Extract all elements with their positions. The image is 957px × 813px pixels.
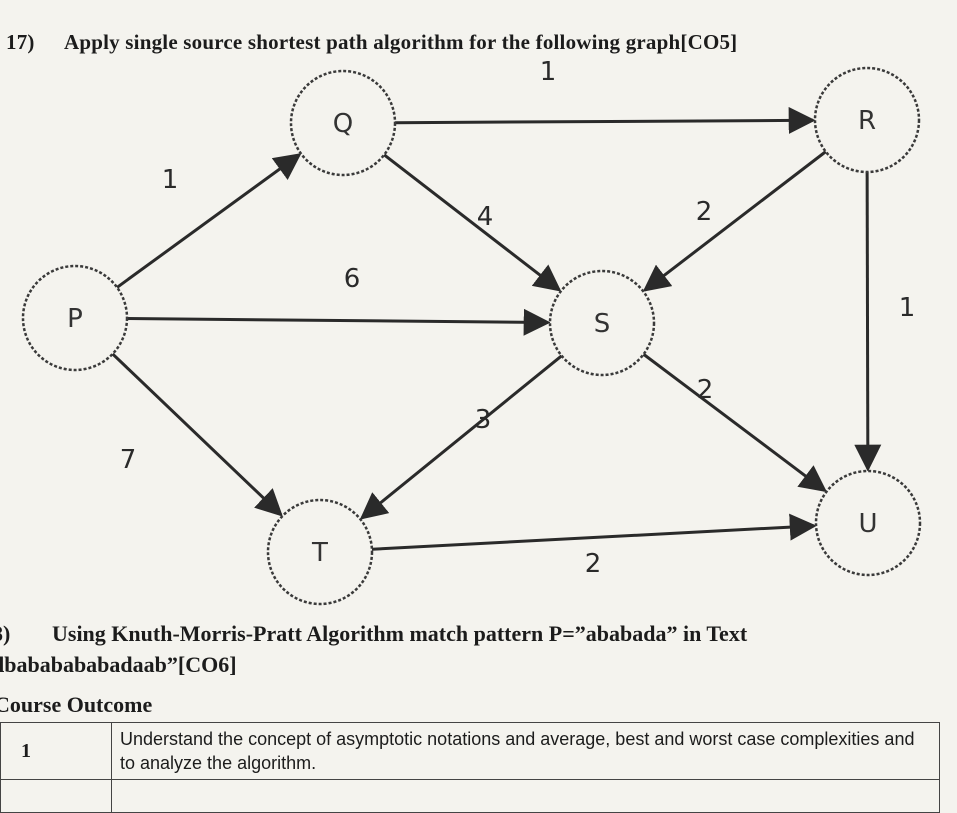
edge-R-U <box>854 171 882 472</box>
outcome-number <box>0 779 112 813</box>
edge-P-T <box>111 352 283 517</box>
question-text-line1: Using Knuth-Morris-Pratt Algorithm match… <box>52 621 748 646</box>
node-P <box>21 264 129 372</box>
graph-diagram: P Q R S T U 1 6 7 1 4 2 1 3 2 2 <box>21 57 922 606</box>
outcome-number: 1 <box>0 722 112 780</box>
outcome-text <box>111 779 940 813</box>
edge-weight-R-S: 2 <box>696 197 713 227</box>
node-label-P: P <box>67 304 83 334</box>
edge-weight-Q-S: 4 <box>477 202 494 232</box>
node-T <box>266 498 374 606</box>
question-text: Apply single source shortest path algori… <box>64 30 738 54</box>
edge-weight-P-Q: 1 <box>162 165 179 195</box>
question-number: 8) <box>0 621 11 646</box>
node-S <box>548 269 656 377</box>
node-U <box>814 469 922 577</box>
edge-weight-S-U: 2 <box>697 375 714 405</box>
node-label-U: U <box>858 509 877 539</box>
node-label-S: S <box>594 309 611 339</box>
question-17: 17) Apply single source shortest path alg… <box>6 30 737 55</box>
edge-S-U <box>642 353 827 493</box>
table-row <box>0 779 940 813</box>
edge-Q-R <box>394 106 816 134</box>
node-R <box>813 66 921 174</box>
edge-P-Q <box>116 153 302 289</box>
question-number: 17) <box>6 30 35 54</box>
edge-R-S <box>642 150 827 292</box>
table-row: 1 Understand the concept of asymptotic n… <box>0 722 940 780</box>
edge-weight-S-T: 3 <box>475 405 492 435</box>
node-label-Q: Q <box>333 109 353 139</box>
edge-weight-P-S: 6 <box>344 264 361 294</box>
edge-P-S <box>126 308 551 336</box>
node-label-T: T <box>311 538 328 568</box>
question-18: 8) Using Knuth-Morris-Pratt Algorithm mat… <box>0 618 747 680</box>
edge-S-T <box>359 354 563 520</box>
edge-T-U <box>371 513 817 551</box>
edge-weight-P-T: 7 <box>120 445 137 475</box>
edge-Q-S <box>383 153 562 292</box>
node-label-R: R <box>858 106 876 136</box>
node-Q <box>289 69 397 177</box>
question-text-line2: dbababababadaab”[CO6] <box>0 652 237 677</box>
course-outcome-heading: Course Outcome <box>0 692 153 717</box>
course-outcome-table: 1 Understand the concept of asymptotic n… <box>0 722 940 813</box>
outcome-text: Understand the concept of asymptotic not… <box>111 722 940 780</box>
edge-weight-Q-R: 1 <box>540 57 557 87</box>
edge-weight-T-U: 2 <box>585 549 602 579</box>
edge-weight-R-U: 1 <box>899 293 916 323</box>
